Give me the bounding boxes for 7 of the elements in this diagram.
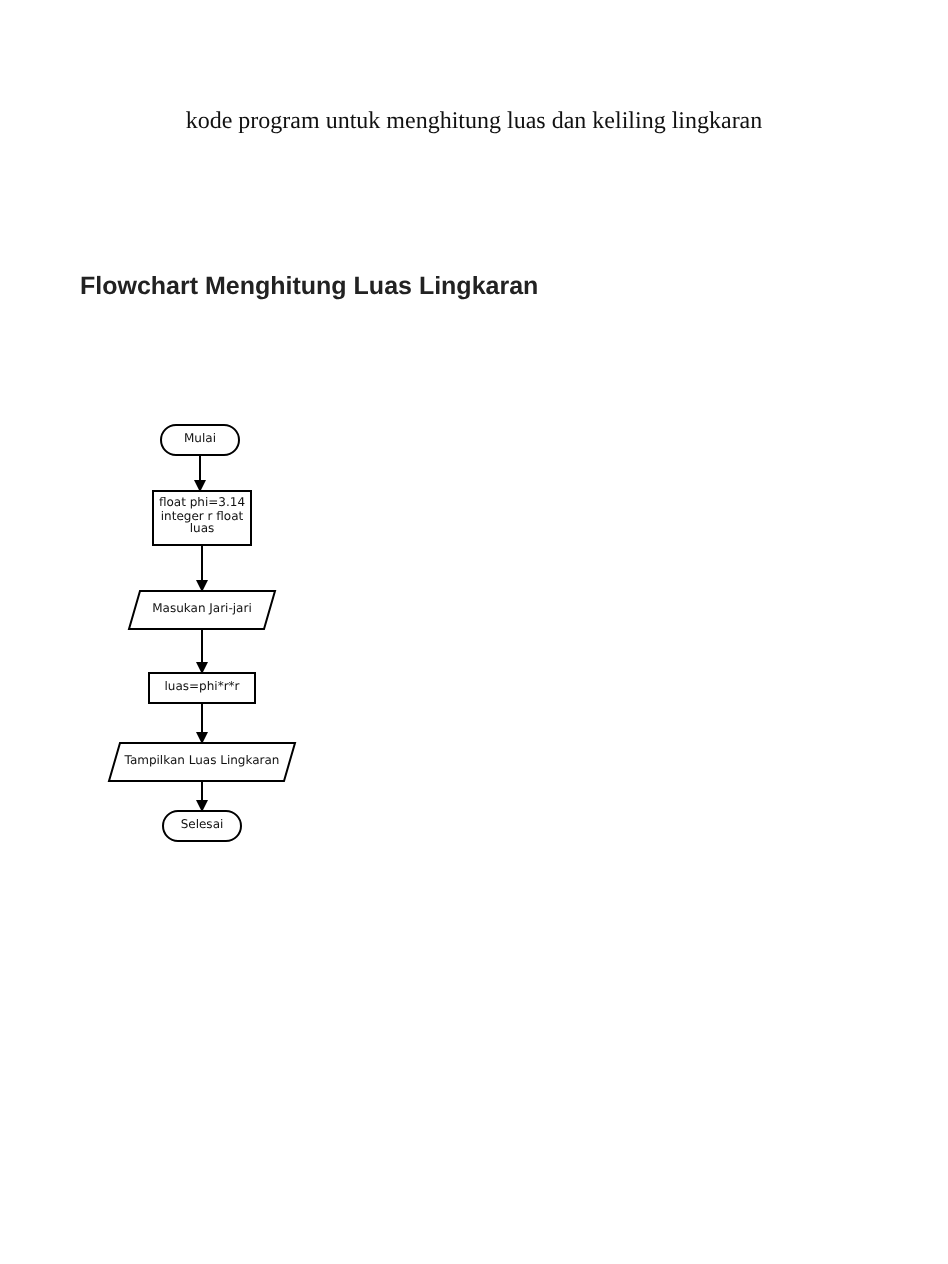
heading-text: kode program untuk menghitung luas dan keliling lingkaran — [185, 106, 763, 134]
arrow — [196, 703, 208, 744]
flowchart-title: Flowchart Menghitung Luas Lingkaran — [80, 272, 539, 300]
arrow — [196, 545, 208, 592]
arrow — [194, 455, 206, 492]
arrow — [196, 781, 208, 812]
arrow — [196, 629, 208, 674]
